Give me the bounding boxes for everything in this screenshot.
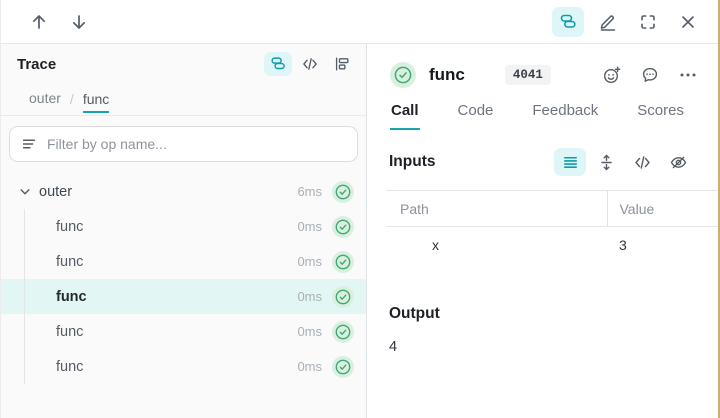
hide-values-button[interactable] <box>662 148 694 176</box>
trace-tree: outer 6ms func 0ms func 0ms <box>1 168 366 418</box>
inputs-section-header: Inputs <box>367 148 718 176</box>
tab-code[interactable]: Code <box>457 102 494 119</box>
breadcrumb-item-outer[interactable]: outer <box>29 89 61 106</box>
flamegraph-icon <box>333 55 351 73</box>
top-toolbar <box>1 0 718 44</box>
arrow-down-icon <box>69 12 89 32</box>
trace-tree-row-func-2[interactable]: func 0ms <box>1 244 366 279</box>
code-icon <box>301 55 319 73</box>
call-id-badge: 4041 <box>504 65 551 85</box>
flamegraph-view-button[interactable] <box>328 52 356 76</box>
main-split: Trace outer <box>1 44 718 418</box>
op-name-label: func <box>56 358 84 375</box>
trace-panel-header: Trace <box>1 46 366 82</box>
nav-arrows <box>23 7 103 37</box>
trace-tree-row-outer[interactable]: outer 6ms <box>1 174 366 209</box>
filter-area <box>1 116 366 168</box>
success-check-icon <box>332 215 354 238</box>
inputs-heading: Inputs <box>389 153 436 170</box>
call-title: func <box>429 65 465 84</box>
trace-tree-row-func-5[interactable]: func 0ms <box>1 349 366 384</box>
tab-call[interactable]: Call <box>390 96 420 130</box>
op-filter-box[interactable] <box>9 126 358 162</box>
trace-tree-row-func-1[interactable]: func 0ms <box>1 209 366 244</box>
add-reaction-button[interactable] <box>596 60 628 90</box>
op-name-label: func <box>56 218 84 235</box>
breadcrumb: outer / func <box>1 82 366 116</box>
close-icon <box>678 12 698 32</box>
success-check-icon <box>390 62 416 88</box>
expand-all-button[interactable] <box>590 148 622 176</box>
column-header-path: Path <box>386 190 607 227</box>
tab-scores[interactable]: Scores <box>637 102 684 119</box>
trace-stack-icon <box>558 12 578 32</box>
list-view-icon <box>561 153 580 172</box>
trace-tree-row-func-3-selected[interactable]: func 0ms <box>1 279 366 314</box>
edit-button[interactable] <box>592 7 624 37</box>
fullscreen-button[interactable] <box>632 7 664 37</box>
call-detail-panel: func 4041 <box>367 44 718 418</box>
fullscreen-icon <box>638 12 658 32</box>
trace-stack-icon <box>269 55 287 73</box>
comment-icon <box>640 65 660 85</box>
filter-icon <box>20 135 38 153</box>
column-header-value: Value <box>606 190 718 227</box>
success-check-icon <box>332 320 354 343</box>
duration-label: 0ms <box>297 359 322 374</box>
call-tabs: Call Code Feedback Scores S <box>367 92 718 130</box>
edit-pencil-icon <box>598 12 618 32</box>
code-view-button[interactable] <box>296 52 324 76</box>
op-name-label: func <box>56 288 87 305</box>
call-header: func 4041 <box>367 44 718 92</box>
op-filter-input[interactable] <box>47 136 347 152</box>
success-check-icon <box>332 180 354 203</box>
duration-label: 0ms <box>297 219 322 234</box>
chevron-down-icon[interactable] <box>15 184 35 200</box>
tree-view-button[interactable] <box>264 52 292 76</box>
duration-label: 0ms <box>297 324 322 339</box>
view-controls <box>544 6 704 37</box>
list-view-button[interactable] <box>554 148 586 176</box>
trace-tree-row-func-4[interactable]: func 0ms <box>1 314 366 349</box>
op-name-label: outer <box>39 183 73 200</box>
success-check-icon <box>332 285 354 308</box>
close-button[interactable] <box>672 7 704 37</box>
call-content: Inputs <box>367 130 718 418</box>
code-view-toggle-button[interactable] <box>626 148 658 176</box>
output-heading: Output <box>389 304 440 322</box>
previous-call-button[interactable] <box>23 7 55 37</box>
trace-view-toggle-button[interactable] <box>552 6 584 37</box>
next-call-button[interactable] <box>63 7 95 37</box>
tab-feedback[interactable]: Feedback <box>532 102 599 119</box>
overflow-menu-icon <box>678 65 698 85</box>
trace-panel-title: Trace <box>17 55 57 73</box>
duration-label: 0ms <box>297 254 322 269</box>
expand-vertical-icon <box>597 153 616 172</box>
breadcrumb-item-func[interactable]: func <box>82 91 110 113</box>
arrow-up-icon <box>29 12 49 32</box>
duration-label: 6ms <box>297 184 322 199</box>
inputs-table: Path Value x 3 <box>386 190 718 263</box>
comment-button[interactable] <box>634 60 666 90</box>
code-view-icon <box>633 153 652 172</box>
success-check-icon <box>332 355 354 378</box>
inputs-table-row[interactable]: x 3 <box>386 227 718 263</box>
output-value: 4 <box>389 338 398 355</box>
breadcrumb-separator: / <box>69 90 74 107</box>
input-path-cell: x <box>432 236 439 253</box>
overflow-menu-button[interactable] <box>672 60 704 90</box>
op-name-label: func <box>56 323 84 340</box>
trace-panel: Trace outer <box>1 44 367 418</box>
add-reaction-icon <box>602 65 622 85</box>
hide-icon <box>669 153 688 172</box>
duration-label: 0ms <box>297 289 322 304</box>
inputs-table-header-row: Path Value <box>386 190 718 227</box>
op-name-label: func <box>56 253 84 270</box>
input-value-cell: 3 <box>619 236 627 253</box>
success-check-icon <box>332 250 354 273</box>
